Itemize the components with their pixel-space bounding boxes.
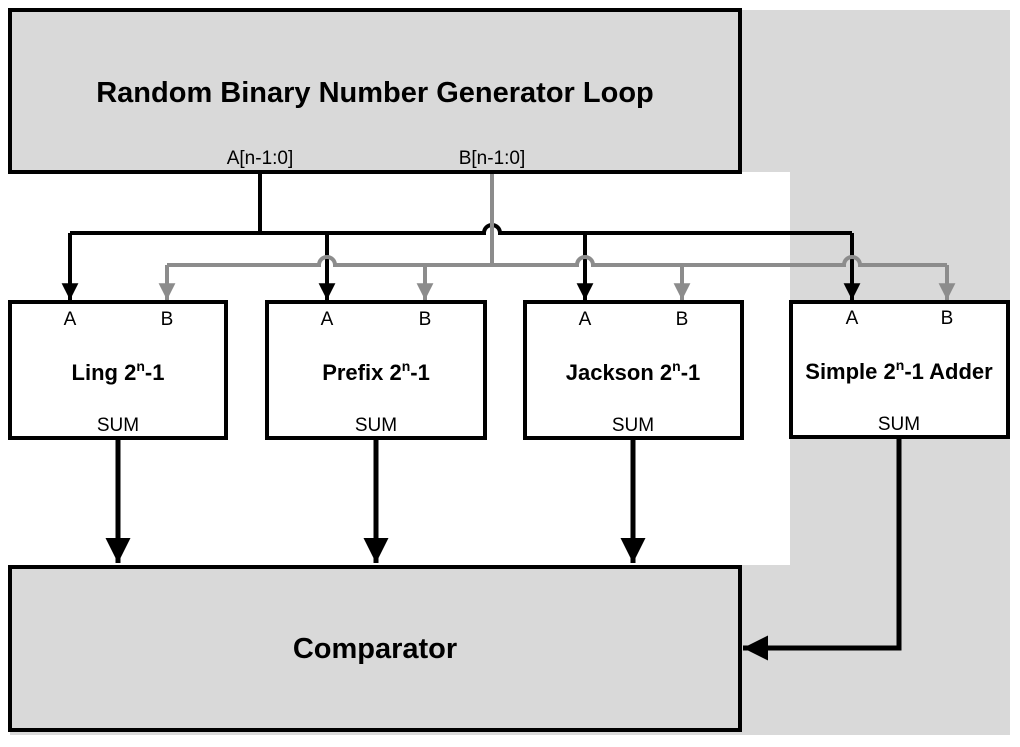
bus-b-label: B[n-1:0] xyxy=(459,148,526,169)
port-b-label: B xyxy=(161,309,174,330)
port-a-label: A xyxy=(64,309,77,330)
adder-name: Jackson 2n-1 xyxy=(566,358,701,385)
generator-block: Random Binary Number Generator Loop A[n-… xyxy=(8,8,742,174)
port-b-label: B xyxy=(676,309,689,330)
adder-simple: A B Simple 2n-1 Adder SUM xyxy=(789,300,1010,439)
port-sum-label: SUM xyxy=(612,415,654,436)
comparator-block: Comparator xyxy=(8,565,742,732)
generator-title: Random Binary Number Generator Loop xyxy=(96,77,654,109)
port-b-label: B xyxy=(941,308,954,329)
port-b-label: B xyxy=(419,309,432,330)
adder-name: Prefix 2n-1 xyxy=(322,358,430,385)
port-a-label: A xyxy=(579,309,592,330)
adder-name: Ling 2n-1 xyxy=(72,358,165,385)
port-sum-label: SUM xyxy=(878,414,920,435)
bus-b-lines xyxy=(158,174,956,300)
bus-a-label: A[n-1:0] xyxy=(227,148,294,169)
port-a-label: A xyxy=(321,309,334,330)
port-a-label: A xyxy=(846,308,859,329)
adder-jackson: A B Jackson 2n-1 SUM xyxy=(523,300,744,440)
comparator-label: Comparator xyxy=(293,633,457,665)
adder-name: Simple 2n-1 Adder xyxy=(805,357,993,384)
adder-prefix: A B Prefix 2n-1 SUM xyxy=(265,300,487,440)
port-sum-label: SUM xyxy=(355,415,397,436)
bus-a-lines xyxy=(61,174,861,300)
port-sum-label: SUM xyxy=(97,415,139,436)
adder-ling: A B Ling 2n-1 SUM xyxy=(8,300,228,440)
sum-lines xyxy=(105,439,902,661)
